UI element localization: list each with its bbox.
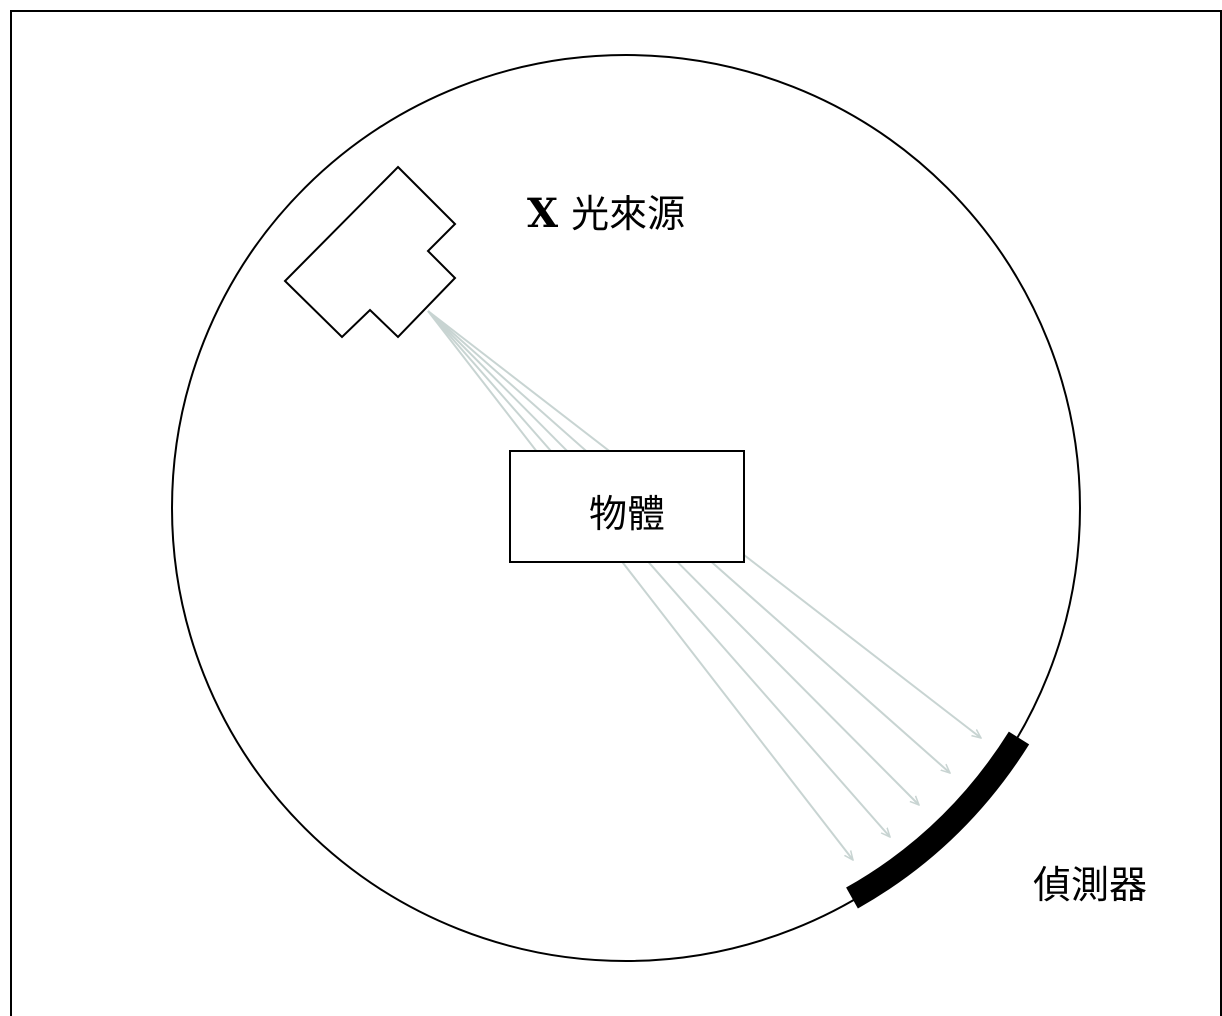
xray-source-housing [283,165,457,339]
xray-beam [427,310,890,837]
source-label: X 光來源 [527,190,685,237]
source-label-prefix: X [527,190,558,237]
object-label: 物體 [589,492,665,536]
source-label-suffix: 光來源 [571,192,685,236]
frame-border [10,10,1222,1016]
xray-beam [427,310,853,860]
xray-beams [427,310,981,860]
detector-bar [846,731,1030,909]
object-box [509,450,745,563]
detector-label: 偵測器 [1033,863,1147,907]
gantry-circle [171,54,1081,962]
